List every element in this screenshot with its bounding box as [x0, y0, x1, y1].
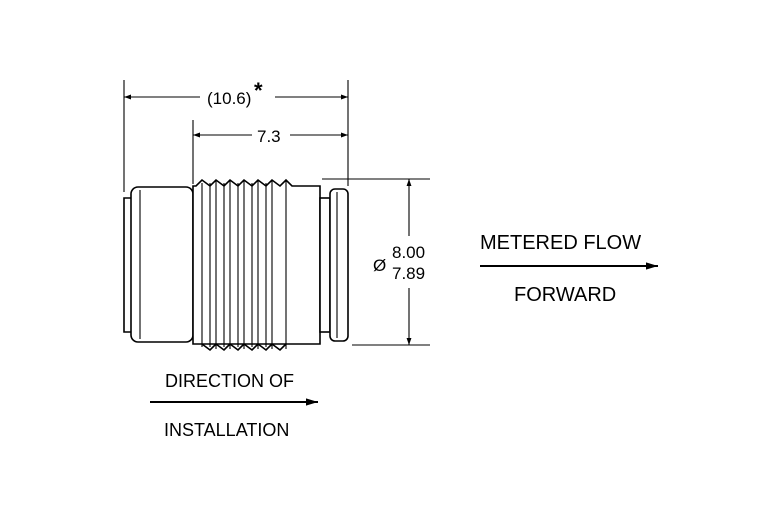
installation-label: INSTALLATION: [164, 420, 289, 440]
part-outline: [123, 178, 349, 352]
diameter-dimension: Ø 8.00 7.89: [322, 178, 430, 346]
metered-flow-label: METERED FLOW: [480, 232, 641, 254]
direction-of-label: DIRECTION OF: [165, 371, 294, 391]
body-length-value: 7.3: [257, 127, 281, 146]
grooves: [201, 181, 287, 349]
overall-length-note: *: [254, 78, 263, 103]
diameter-min: 7.89: [392, 264, 425, 283]
right-cap: [329, 188, 349, 342]
overall-length-value: (10.6): [207, 89, 251, 108]
left-flange: [123, 197, 132, 333]
body-length-dimension: 7.3: [192, 120, 348, 184]
grooved-body: [192, 178, 321, 345]
installation-callout: DIRECTION OF INSTALLATION: [150, 371, 318, 440]
diameter-max: 8.00: [392, 243, 425, 262]
forward-label: FORWARD: [514, 284, 616, 306]
metered-flow-callout: METERED FLOW FORWARD: [480, 232, 658, 306]
overall-length-dimension: (10.6) *: [123, 78, 349, 192]
right-neck: [319, 197, 331, 333]
diameter-symbol: Ø: [373, 256, 386, 275]
